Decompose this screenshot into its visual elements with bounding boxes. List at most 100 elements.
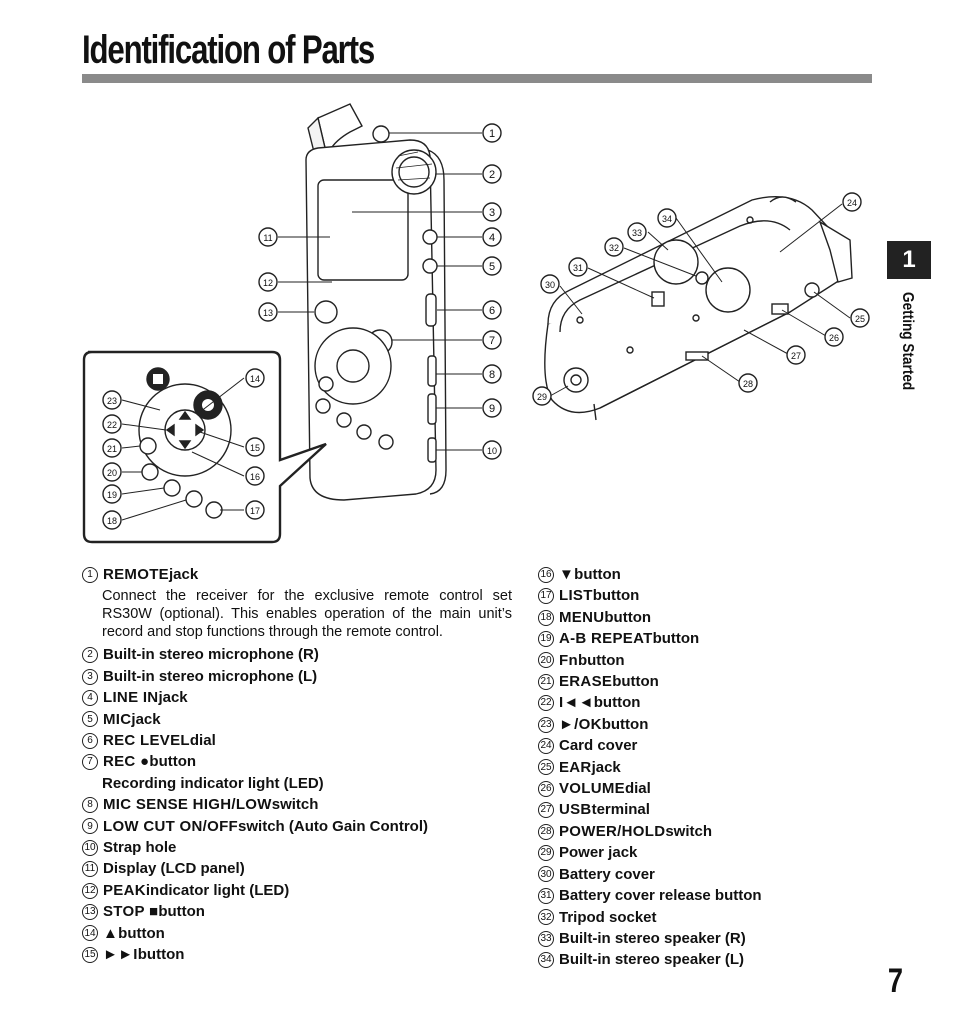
list-item: 23►/OK button	[538, 714, 838, 735]
svg-text:31: 31	[573, 263, 583, 273]
callout-34: 34	[657, 208, 677, 228]
item-number: 12	[82, 882, 98, 899]
list-item: 15►►I button	[82, 944, 512, 965]
item-number: 5	[82, 711, 98, 728]
svg-text:5: 5	[489, 261, 495, 273]
callout-3: 3	[482, 202, 502, 222]
item-number: 7	[82, 754, 98, 771]
chapter-label: Getting Started	[899, 292, 916, 391]
svg-text:13: 13	[263, 308, 273, 318]
callout-9: 9	[482, 398, 502, 418]
callout-4: 4	[482, 227, 502, 247]
item-number: 23	[538, 716, 554, 733]
callout-6: 6	[482, 300, 502, 320]
item-number: 15	[82, 946, 98, 963]
item-number: 25	[538, 759, 554, 776]
callout-markers: 1 2 3 4 5 6 7 8 9 10 11 12 13 14 15 16 1…	[102, 123, 870, 530]
svg-text:15: 15	[250, 443, 260, 453]
list-item: 16▼ button	[538, 564, 838, 585]
recorder-back-view	[544, 195, 853, 421]
svg-text:26: 26	[829, 333, 839, 343]
svg-text:32: 32	[609, 243, 619, 253]
item-number: 11	[82, 861, 98, 878]
item-number: 34	[538, 952, 554, 969]
callout-25: 25	[850, 308, 870, 328]
svg-text:18: 18	[107, 516, 117, 526]
item-number: 19	[538, 630, 554, 647]
svg-text:14: 14	[250, 374, 260, 384]
svg-text:28: 28	[743, 379, 753, 389]
item-number: 24	[538, 737, 554, 754]
svg-text:29: 29	[537, 392, 547, 402]
recorder-front-view	[305, 103, 447, 501]
item-number: 8	[82, 796, 98, 813]
callout-20: 20	[102, 462, 122, 482]
item-number: 29	[538, 844, 554, 861]
svg-text:34: 34	[662, 214, 672, 224]
svg-text:11: 11	[263, 233, 272, 243]
item-number: 4	[82, 689, 98, 706]
item-number: 1	[82, 566, 98, 583]
item-number: 9	[82, 818, 98, 835]
callout-29: 29	[532, 386, 552, 406]
svg-text:30: 30	[545, 280, 555, 290]
item-number: 14	[82, 925, 98, 942]
callout-26: 26	[824, 327, 844, 347]
item-number: 21	[538, 673, 554, 690]
callout-23: 23	[102, 390, 122, 410]
svg-text:16: 16	[250, 472, 260, 482]
chapter-tab: 1	[887, 241, 931, 279]
item-number: 10	[82, 839, 98, 856]
item-number: 2	[82, 647, 98, 664]
callout-24: 24	[842, 192, 862, 212]
svg-text:23: 23	[107, 396, 117, 406]
item-number: 13	[82, 903, 98, 920]
callout-8: 8	[482, 364, 502, 384]
callout-16: 16	[245, 466, 265, 486]
svg-text:24: 24	[847, 198, 857, 208]
callout-17: 17	[245, 500, 265, 520]
callout-15: 15	[245, 437, 265, 457]
callout-11: 11	[258, 227, 278, 247]
callout-13: 13	[258, 302, 278, 322]
callout-31: 31	[568, 257, 588, 277]
callout-10: 10	[482, 440, 502, 460]
svg-text:2: 2	[489, 169, 495, 181]
callout-22: 22	[102, 414, 122, 434]
svg-text:25: 25	[855, 314, 865, 324]
svg-text:21: 21	[107, 444, 117, 454]
item-number: 22	[538, 695, 554, 712]
svg-text:10: 10	[487, 446, 497, 456]
svg-text:20: 20	[107, 468, 117, 478]
item-number: 16	[538, 566, 554, 583]
callout-32: 32	[604, 237, 624, 257]
item-number: 32	[538, 909, 554, 926]
callout-14: 14	[245, 368, 265, 388]
callout-5: 5	[482, 256, 502, 276]
svg-text:33: 33	[632, 228, 642, 238]
callout-28: 28	[738, 373, 758, 393]
svg-text:9: 9	[489, 403, 495, 415]
callout-12: 12	[258, 272, 278, 292]
